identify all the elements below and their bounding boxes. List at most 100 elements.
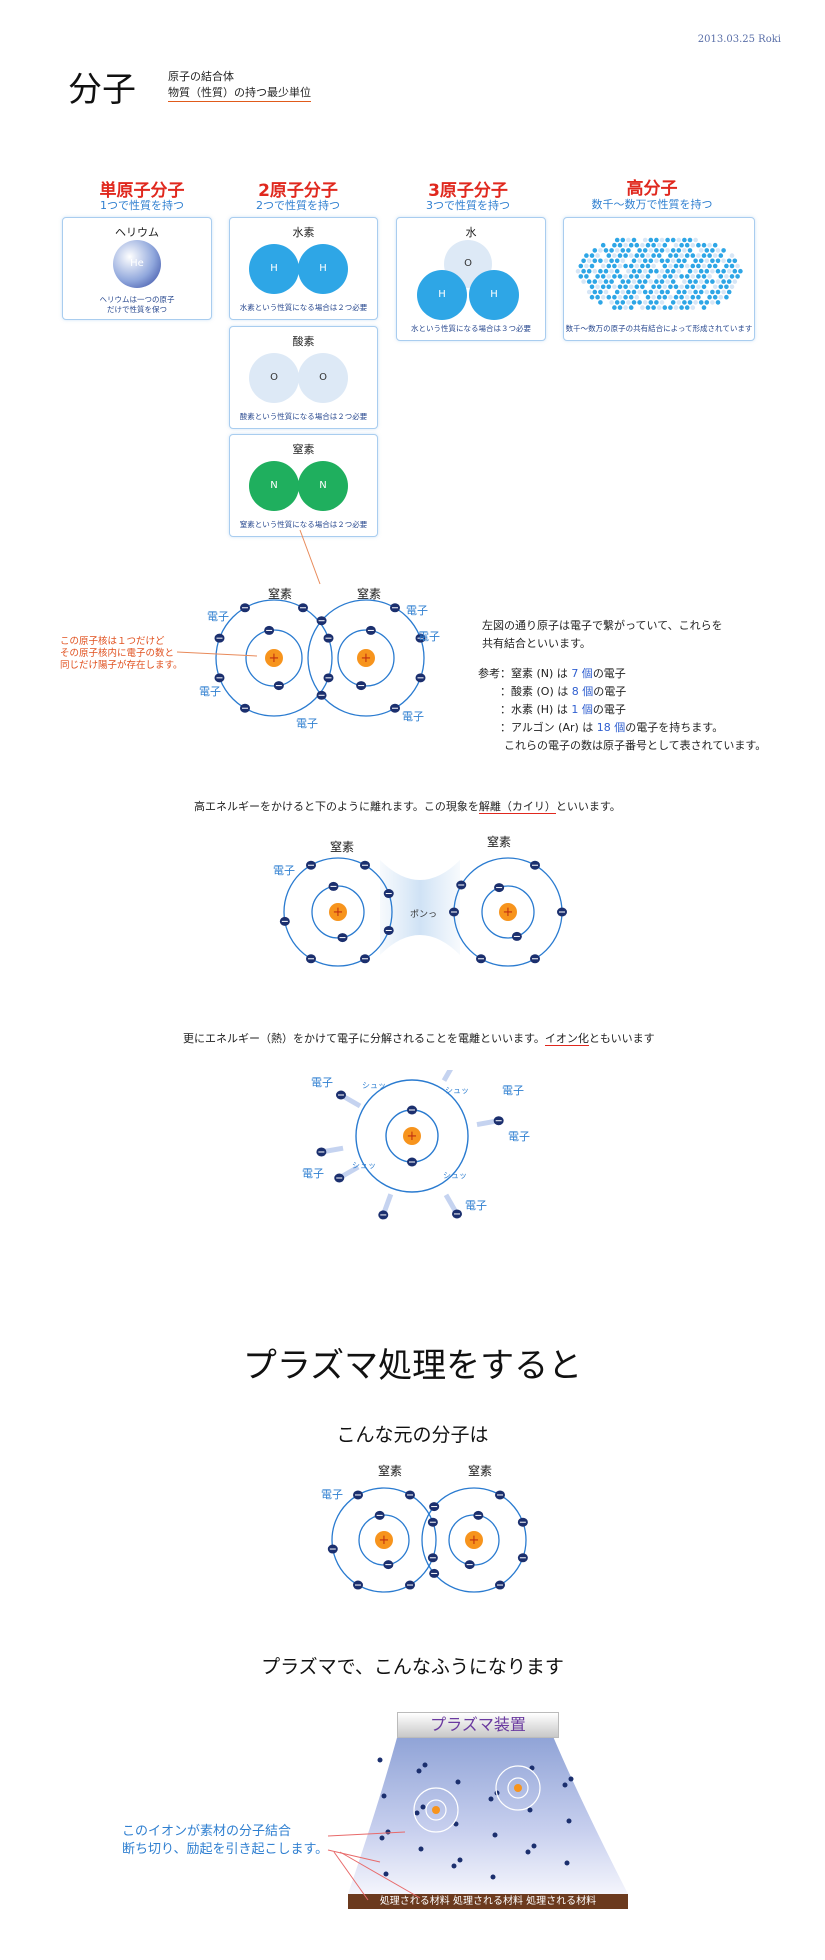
- d3-electron-label-2: 電子: [502, 1084, 524, 1097]
- original-molecule-text: こんな元の分子は: [336, 1424, 489, 1446]
- d2-left-outer-electron-4: [360, 954, 370, 964]
- d4-left-inner-electron-1: [383, 1560, 394, 1570]
- d4-left-outer-electron-6: [327, 1544, 338, 1554]
- d3-flying-electron-6: [316, 1147, 327, 1157]
- card-helium-note-1: ヘリウムは一つの原子: [99, 295, 175, 304]
- plasma-particle-22: [531, 1843, 537, 1849]
- plasma-particle-23: [568, 1776, 574, 1782]
- category-monatomic-sub: 1つで性質を持つ: [100, 199, 184, 212]
- d3-inner-electron-0: [407, 1105, 417, 1115]
- material-bar: 処理される材料 処理される材料 処理される材料: [348, 1894, 628, 1909]
- d4-right-outer-electron-3: [495, 1580, 505, 1590]
- d1-electron-label-6: 電子: [402, 710, 424, 723]
- shu-label-1: シュッ: [362, 1081, 386, 1090]
- d2-right-outer-electron-0: [456, 880, 467, 890]
- d2-left-outer-electron-3: [383, 925, 394, 935]
- ref2-pre: ：酸素 (O) は: [500, 685, 572, 698]
- card-oxygen-title: 酸素: [292, 335, 315, 348]
- hydrogen-atom-1: H: [249, 244, 299, 294]
- card-hydrogen: 水素 H H 水素という性質になる場合は２つ必要: [229, 217, 378, 320]
- ref4-post: の電子を持ちます。: [625, 721, 724, 734]
- polymer-dots: [575, 237, 743, 310]
- d4-nucleus-left: +: [375, 1531, 393, 1549]
- d3-flying-electron-0: [335, 1090, 346, 1100]
- plasma-particle-20: [457, 1857, 463, 1863]
- plasma-particle-6: [379, 1835, 385, 1841]
- d4-left-outer-electron-3: [427, 1553, 438, 1563]
- d1-right-outer-electron-1: [415, 633, 426, 643]
- svg-text:+: +: [361, 651, 372, 666]
- d4-right-inner-electron-1: [464, 1560, 475, 1570]
- card-nitrogen-title: 窒素: [292, 443, 315, 456]
- d3-electron-label-3: 電子: [508, 1130, 530, 1143]
- plasma-particle-12: [381, 1793, 387, 1799]
- plasma-particle-19: [420, 1804, 426, 1810]
- svg-text:+: +: [469, 1533, 480, 1548]
- svg-text:+: +: [503, 905, 514, 920]
- d1-electron-label-1: 電子: [207, 610, 229, 623]
- d2-right-outer-electron-5: [449, 907, 459, 917]
- d2-left-inner-electron-0: [328, 881, 339, 891]
- d1-label-right: 窒素: [357, 587, 382, 601]
- shu-label-4: シュッ: [443, 1171, 467, 1180]
- d3-electron-label-1: 電子: [311, 1076, 333, 1089]
- ionization-text-pre: 更にエネルギー（熱）をかけて電子に分解されることを電離といいます。: [183, 1032, 545, 1045]
- d2-left-outer-electron-6: [279, 916, 290, 926]
- d4-right-inner-electron-0: [473, 1510, 484, 1520]
- category-diatomic-sub: 2つで性質を持つ: [256, 199, 340, 212]
- plasma-particle-0: [377, 1757, 383, 1763]
- plasma-particle-16: [529, 1765, 535, 1771]
- page-title: 分子: [68, 70, 136, 110]
- plasma-particle-8: [453, 1821, 459, 1827]
- d3-flying-electron-3: [334, 1173, 345, 1183]
- plasma-particle-18: [383, 1871, 389, 1877]
- d1-right-outer-electron-3: [390, 703, 400, 713]
- plasma-particle-3: [488, 1796, 494, 1802]
- helium-atom: He: [113, 240, 161, 288]
- d4-right-outer-electron-1: [517, 1517, 528, 1527]
- ref1-pre: 窒素 (N) は: [511, 667, 572, 680]
- d1-left-outer-electron-2: [214, 673, 225, 683]
- reference-block: 参考：窒素 (N) は 7 個の電子 ：酸素 (O) は 8 個の電子 ：水素 …: [478, 665, 766, 755]
- card-oxygen: 酸素 O O 酸素という性質になる場合は２つ必要: [229, 326, 378, 429]
- card-helium-title: ヘリウム: [115, 226, 159, 239]
- oxygen-atom-2: O: [298, 353, 348, 403]
- ionization-term: イオン化: [544, 1032, 589, 1046]
- d4-right-outer-electron-2: [517, 1553, 528, 1563]
- card-hydrogen-title: 水素: [292, 226, 315, 239]
- plasma-particle-17: [566, 1818, 572, 1824]
- d2-left-outer-electron-2: [383, 889, 394, 899]
- ionization-text: 更にエネルギー（熱）をかけて電子に分解されることを電離といいます。イオン化ともい…: [183, 1030, 655, 1048]
- d1-note-line-1: この原子核は１つだけど: [60, 636, 165, 647]
- d3-electron-label-4: 電子: [302, 1167, 324, 1180]
- d2-left-outer-electron-5: [306, 954, 316, 964]
- d1-label-left: 窒素: [268, 587, 293, 601]
- ion-note-line-1: このイオンが素材の分子結合: [122, 1824, 292, 1839]
- d1-electron-label-5: 電子: [418, 630, 440, 643]
- d2-label-left: 窒素: [330, 840, 355, 854]
- d1-left-outer-electron-1: [298, 603, 308, 613]
- d1-left-outer-electron-6: [323, 673, 334, 683]
- d1-right-outer-electron-4: [316, 616, 327, 626]
- ref3-post: の電子: [592, 703, 626, 716]
- nitrogen-atom-1: N: [249, 461, 299, 511]
- d1-left-inner-electron-1: [273, 681, 284, 691]
- d1-electron-label-4: 電子: [406, 604, 428, 617]
- category-polymer-title: 高分子: [626, 179, 678, 199]
- d1-left-outer-electron-5: [323, 633, 334, 643]
- svg-text:+: +: [269, 651, 280, 666]
- svg-text:+: +: [407, 1129, 418, 1144]
- d2-left-inner-electron-1: [337, 933, 348, 943]
- d3-inner-electron-1: [407, 1157, 417, 1167]
- card-nitrogen-note: 窒素という性質になる場合は２つ必要: [239, 520, 368, 529]
- ref1-post: の電子: [592, 667, 626, 680]
- d2-left-outer-electron-0: [306, 860, 316, 870]
- ref4-pre: ：アルゴン (Ar) は: [500, 721, 597, 734]
- svg-text:+: +: [333, 905, 344, 920]
- d1-left-outer-electron-3: [214, 633, 225, 643]
- card-water-note: 水という性質になる場合は３つ必要: [411, 324, 531, 333]
- category-monatomic-title: 単原子分子: [99, 181, 185, 201]
- category-diatomic-title: 2原子分子: [258, 181, 338, 201]
- nucleus-right: +: [357, 649, 375, 667]
- plasma-particle-25: [422, 1762, 428, 1768]
